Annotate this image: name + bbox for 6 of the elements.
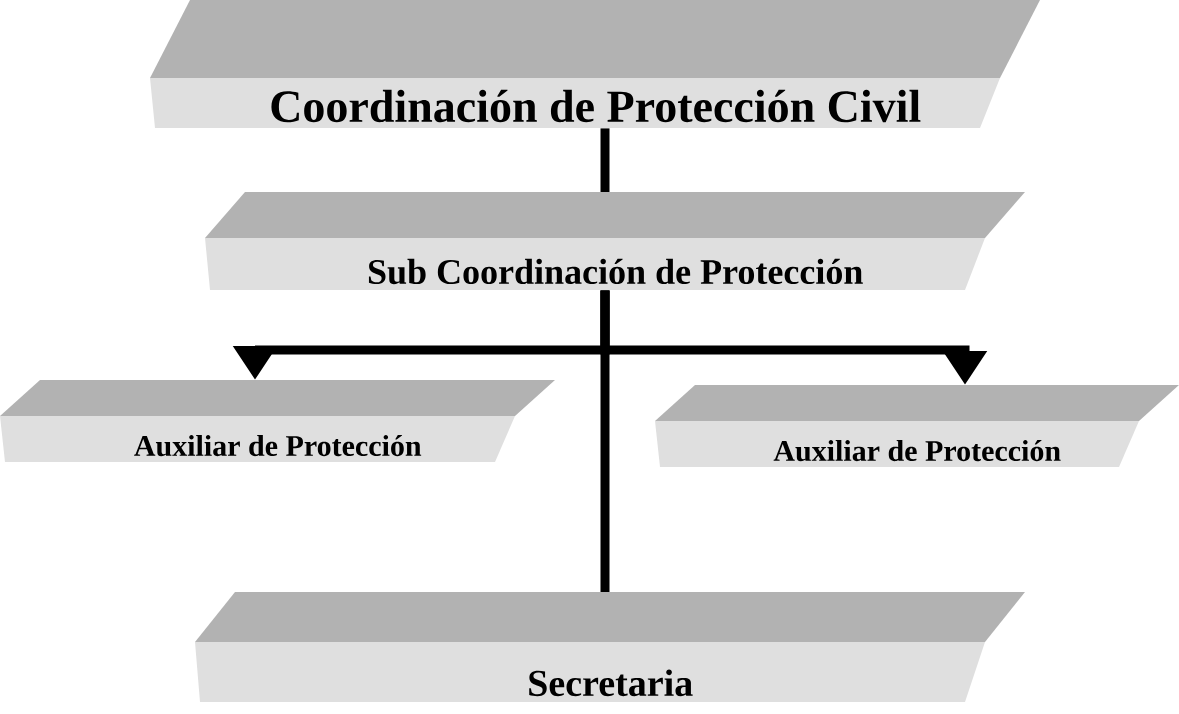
org-box: Secretaria	[195, 592, 1025, 702]
node-label: Coordinación de Protección Civil	[271, 89, 921, 123]
org-box: Sub Coordinación de Protección	[205, 192, 1025, 290]
org-box: Auxiliar de Protección	[655, 385, 1179, 467]
org-box: Auxiliar de Protección	[0, 380, 555, 462]
org-box: Coordinación de Protección Civil	[150, 0, 1040, 128]
